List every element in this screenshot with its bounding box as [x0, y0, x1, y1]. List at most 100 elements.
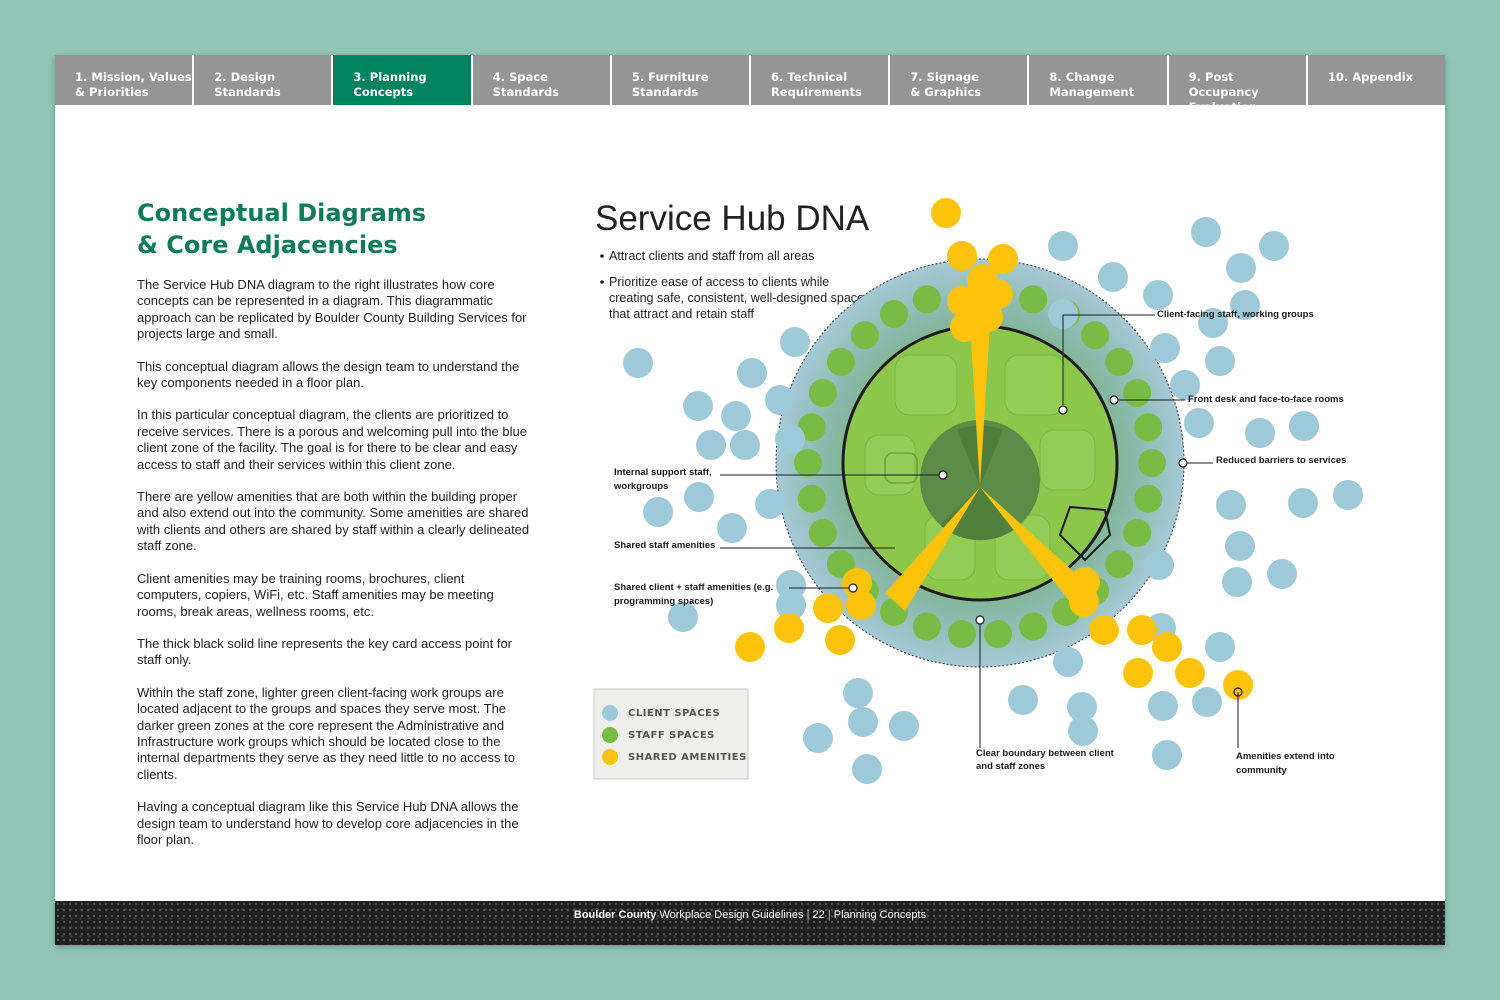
tab-design-standards[interactable]: 2. Design Standards: [194, 55, 334, 105]
client-space-dot: [1230, 290, 1260, 320]
client-space-dot: [1259, 231, 1289, 261]
paragraph: Having a conceptual diagram like this Se…: [137, 799, 519, 847]
amenity-space-dot: [1223, 670, 1253, 700]
staff-space-dot: [1105, 347, 1134, 376]
client-space-dot: [1150, 333, 1180, 363]
diagram-bullets: Attract clients and staff from all areas…: [600, 249, 870, 321]
client-space-dot: [623, 348, 653, 378]
staff-space-dot: [983, 620, 1012, 649]
client-space-dot: [1143, 280, 1173, 310]
staff-workgroup-cells: [864, 354, 1096, 581]
client-space-dot: [1067, 692, 1097, 722]
client-space-dot: [1216, 490, 1246, 520]
client-space-dot: [737, 358, 767, 388]
client-space-dot: [1333, 480, 1363, 510]
page: 1. Mission, Values & Priorities 2. Desig…: [55, 55, 1445, 945]
footer-page-number: 22: [812, 909, 825, 921]
amenity-space-dot: [1152, 632, 1182, 662]
paragraph: Within the staff zone, lighter green cli…: [137, 684, 515, 782]
staff-space-dot: [1134, 413, 1163, 442]
tab-furniture-standards[interactable]: 5. Furniture Standards: [611, 55, 752, 105]
staff-space-dot: [880, 300, 908, 329]
client-space-dot: [1068, 716, 1098, 746]
diagram-legend: CLIENT SPACES STAFF SPACES SHARED AMENIT…: [593, 688, 749, 780]
client-space-dot: [683, 391, 713, 421]
client-space-dot: [1098, 262, 1128, 292]
callout-boundary: and staff zones: [976, 761, 1045, 772]
callout-shared-staff: Shared staff amenities: [614, 540, 715, 551]
callout-reduced-barriers: Reduced barriers to services: [1216, 455, 1346, 466]
bullet-text: creating safe, consistent, well-designed…: [609, 291, 870, 305]
footer-separator: |: [806, 909, 810, 921]
staff-space-dot: [794, 449, 822, 477]
client-space-dot: [721, 401, 751, 431]
footer-separator: |: [827, 909, 831, 921]
tab-appendix[interactable]: 10. Appendix: [1307, 55, 1445, 105]
staff-space-dot: [808, 518, 837, 547]
staff-space-dot: [1123, 379, 1152, 408]
amenity-space-dot: [950, 312, 980, 342]
staff-space-dot: [797, 484, 826, 513]
client-space-dot: [1144, 550, 1174, 580]
client-space-dot: [1226, 253, 1256, 283]
staff-space-dot: [1138, 449, 1166, 477]
tab-space-standards[interactable]: 4. Space Standards: [472, 55, 612, 105]
staff-space-dot: [1134, 484, 1163, 513]
paragraph: Client amenities may be training rooms, …: [137, 570, 494, 619]
client-space-dot: [1267, 559, 1297, 589]
callout-front-desk: Front desk and face-to-face rooms: [1188, 394, 1344, 405]
legend-swatch-client: [602, 705, 618, 721]
tab-signage-graphics[interactable]: 7. Signage & Graphics: [890, 55, 1030, 105]
client-space-dot: [1245, 418, 1275, 448]
client-space-dot: [1048, 299, 1078, 329]
staff-space-dot: [1105, 550, 1134, 579]
legend-swatch-staff: [602, 727, 618, 743]
staff-space-dot: [850, 321, 879, 350]
callout-internal-support: Internal support staff,: [614, 467, 712, 478]
footer-section: Planning Concepts: [833, 909, 927, 921]
client-space-dot: [1288, 488, 1318, 518]
paragraph: In this particular conceptual diagram, t…: [137, 407, 527, 472]
support-room: [884, 452, 918, 484]
client-space-dot: [1008, 685, 1038, 715]
client-space-dot: [1184, 408, 1214, 438]
callout-shared-client: programming spaces): [614, 596, 713, 607]
footer-org: Boulder County: [573, 909, 657, 921]
staff-space-dot: [826, 550, 855, 579]
staff-space-dot: [1123, 518, 1152, 547]
page-footer: Boulder County Workplace Design Guidelin…: [55, 901, 1445, 945]
client-space-dot: [643, 497, 673, 527]
client-space-dot: [1152, 740, 1182, 770]
bullet-text: Attract clients and staff from all areas: [609, 249, 814, 263]
tab-post-occupancy[interactable]: 9. Post Occupancy Evaluation: [1168, 55, 1308, 114]
amenity-space-dot: [931, 198, 961, 228]
callout-lines: [720, 314, 1239, 748]
client-space-dot: [1053, 647, 1083, 677]
amenity-space-dot: [1069, 587, 1099, 617]
staff-space-dot: [948, 620, 977, 649]
diagram-title: Service Hub DNA: [595, 199, 870, 238]
paragraph: This conceptual diagram allows the desig…: [137, 358, 520, 391]
tab-mission-values[interactable]: 1. Mission, Values & Priorities: [55, 55, 195, 105]
staff-space-dot: [912, 285, 941, 314]
amenity-space-dot: [947, 241, 977, 271]
tab-change-management[interactable]: 8. Change Management: [1029, 55, 1169, 105]
client-space-dot: [1148, 691, 1178, 721]
callout-labels: Client-facing staff, working groups Fron…: [613, 309, 1346, 776]
amenity-space-dot: [846, 590, 876, 620]
footer-doc: Workplace Design Guidelines: [659, 909, 804, 921]
client-space-dot: [852, 754, 882, 784]
service-hub-diagram: Service Hub DNA Attract clients and staf…: [593, 198, 1363, 784]
tab-technical-requirements[interactable]: 6. Technical Requirements: [751, 55, 891, 105]
front-desk-room: [1058, 505, 1112, 562]
staff-space-dot: [1081, 321, 1110, 350]
client-space-dot: [1198, 308, 1228, 338]
amenity-space-dot: [988, 244, 1018, 274]
client-space-dot: [717, 513, 747, 543]
bullet-text: Prioritize ease of access to clients whi…: [609, 275, 829, 289]
amenity-space-dot: [1089, 615, 1119, 645]
legend-label-amenity: SHARED AMENITIES: [628, 752, 747, 763]
legend-label-client: CLIENT SPACES: [628, 708, 720, 719]
amenity-space-dot: [774, 613, 804, 643]
tab-planning-concepts[interactable]: 3. Planning Concepts: [333, 55, 473, 105]
